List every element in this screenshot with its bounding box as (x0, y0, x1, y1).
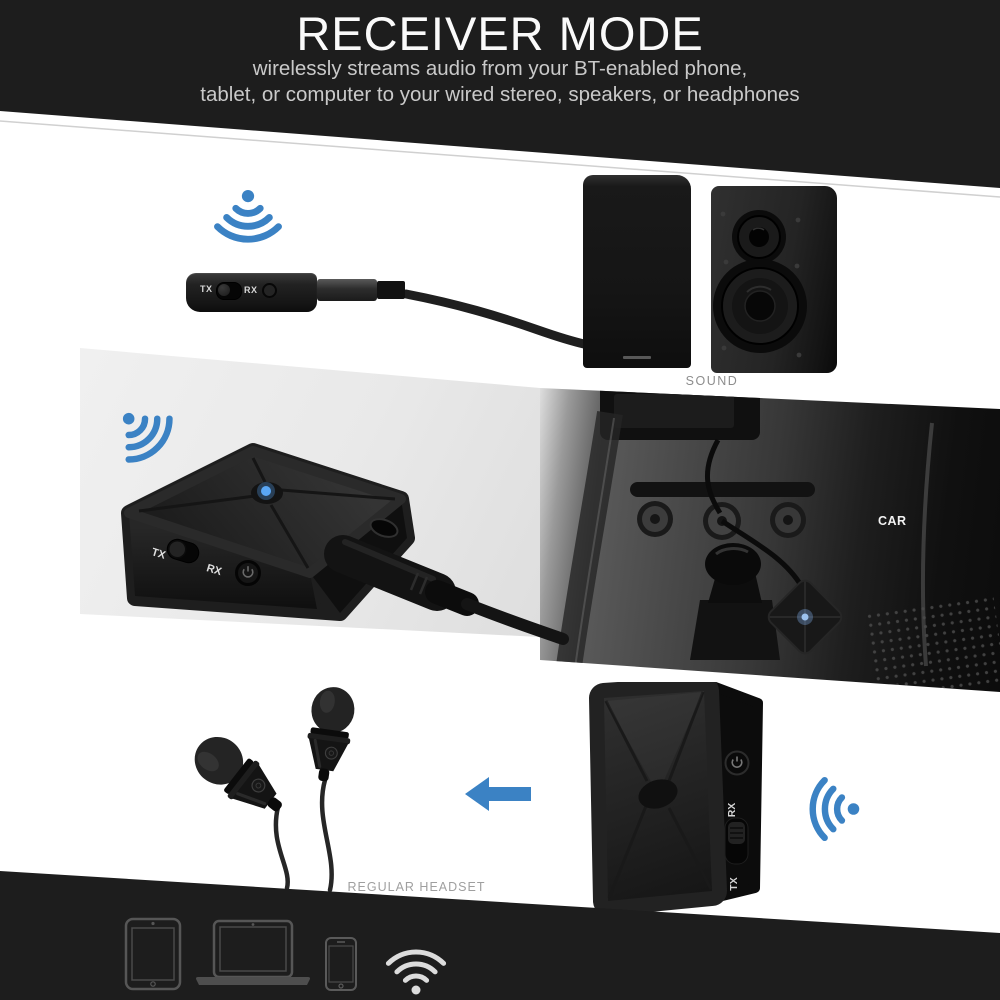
page-title: RECEIVER MODE (296, 7, 704, 60)
adapter-led (801, 613, 809, 621)
power-button (724, 750, 750, 776)
aux-cable-lower (720, 518, 805, 589)
audio-jack-tip (377, 281, 405, 299)
sound-caption: SOUND (685, 374, 739, 388)
car-caption: CAR (878, 514, 907, 528)
wifi-signal-icon (214, 189, 282, 243)
car-interior-photo: CAR (540, 388, 1000, 692)
speaker-right (711, 186, 837, 373)
tx-rx-switch (216, 282, 242, 300)
laptop-icon (196, 919, 310, 985)
tx-rx-switch (166, 538, 200, 564)
speaker-left (583, 175, 691, 368)
x-seams (604, 691, 713, 899)
earbud-right (307, 687, 355, 782)
aux-cable-upper (704, 438, 723, 515)
bt-adapter-front-view: RX TX (589, 682, 763, 916)
car-console-details (555, 410, 934, 675)
wifi-signal-icon (122, 412, 173, 463)
bt-receiver-device: TX RX (186, 273, 317, 312)
pairing-button (262, 283, 277, 298)
rx-label: RX (244, 285, 258, 295)
climate-knobs (637, 501, 806, 540)
earbud-cable (273, 804, 290, 891)
smartphone-icon (325, 937, 357, 991)
wifi-signal-icon (809, 776, 860, 842)
left-arrow-icon (465, 777, 531, 811)
audio-jack-cable (324, 535, 569, 645)
tx-label: TX (200, 284, 213, 294)
status-led (261, 486, 271, 496)
car-vent-bar (630, 482, 815, 497)
tx-label: TX (150, 546, 168, 562)
speaker-drivers (713, 210, 807, 358)
tablet-icon (124, 917, 182, 991)
wifi-icon (385, 949, 447, 995)
x-seams (138, 457, 396, 569)
tx-label: TX (728, 877, 740, 890)
subtitle-line-2: tablet, or computer to your wired stereo… (200, 83, 800, 106)
subtitle-line-1: wirelessly streams audio from your BT-en… (252, 57, 748, 80)
earbud-left (194, 736, 282, 812)
gear-shifter (690, 543, 780, 660)
switch-knob (218, 284, 230, 296)
bt-adapter-top-view: TX RX (121, 443, 569, 645)
headset-caption: REGULAR HEADSET (347, 880, 486, 894)
rx-label: RX (205, 562, 224, 578)
tx-rx-switch (724, 817, 749, 865)
earbuds (194, 687, 355, 893)
micro-usb-port (369, 518, 399, 538)
earbud-cable (319, 777, 334, 893)
audio-jack-plug (317, 279, 377, 301)
car-head-unit-screen (614, 394, 734, 428)
power-button (235, 560, 261, 586)
speaker-logo (623, 356, 651, 359)
rx-label: RX (726, 803, 738, 818)
